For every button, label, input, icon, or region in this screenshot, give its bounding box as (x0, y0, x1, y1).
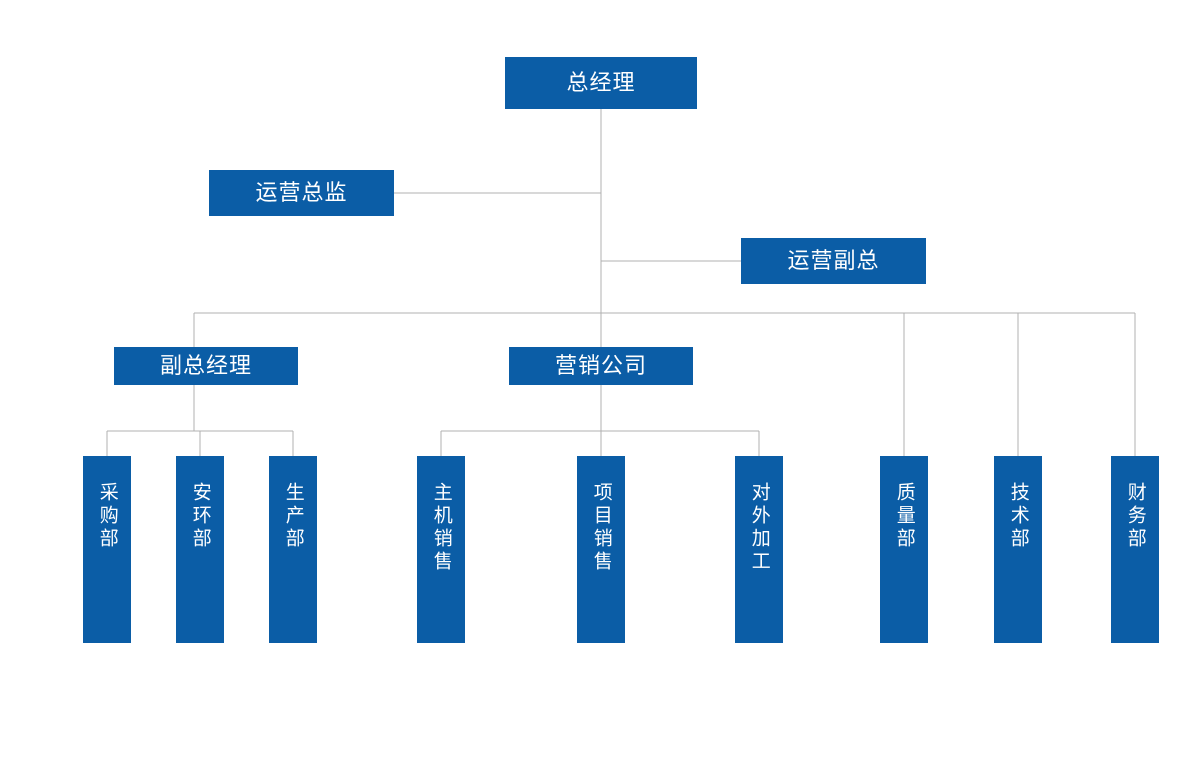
node-technology-dept-label: 技术部 (1007, 482, 1029, 551)
node-project-sales-label: 项目销售 (590, 482, 612, 574)
node-quality-dept-label: 质量部 (893, 482, 915, 551)
node-finance-dept[interactable]: 财务部 (1111, 456, 1159, 643)
node-host-sales-label: 主机销售 (430, 482, 452, 574)
node-technology-dept[interactable]: 技术部 (994, 456, 1042, 643)
node-safety-env-dept-label: 安环部 (189, 482, 211, 551)
node-operations-vp[interactable]: 运营副总 (741, 238, 926, 284)
node-operations-director-label: 运营总监 (255, 179, 348, 205)
node-operations-director[interactable]: 运营总监 (209, 170, 394, 216)
node-external-processing[interactable]: 对外加工 (735, 456, 783, 643)
node-project-sales[interactable]: 项目销售 (577, 456, 625, 643)
node-purchasing-dept[interactable]: 采购部 (83, 456, 131, 643)
node-quality-dept[interactable]: 质量部 (880, 456, 928, 643)
node-production-dept-label: 生产部 (282, 482, 304, 551)
node-purchasing-dept-label: 采购部 (96, 482, 118, 551)
node-finance-dept-label: 财务部 (1124, 482, 1146, 551)
node-production-dept[interactable]: 生产部 (269, 456, 317, 643)
node-external-processing-label: 对外加工 (748, 482, 770, 574)
node-general-manager-label: 总经理 (566, 69, 636, 95)
node-deputy-gm[interactable]: 副总经理 (114, 347, 298, 385)
node-marketing-company[interactable]: 营销公司 (509, 347, 693, 385)
node-general-manager[interactable]: 总经理 (505, 57, 697, 109)
node-safety-env-dept[interactable]: 安环部 (176, 456, 224, 643)
node-deputy-gm-label: 副总经理 (159, 352, 252, 378)
node-marketing-company-label: 营销公司 (554, 352, 647, 378)
node-operations-vp-label: 运营副总 (787, 247, 880, 273)
node-host-sales[interactable]: 主机销售 (417, 456, 465, 643)
